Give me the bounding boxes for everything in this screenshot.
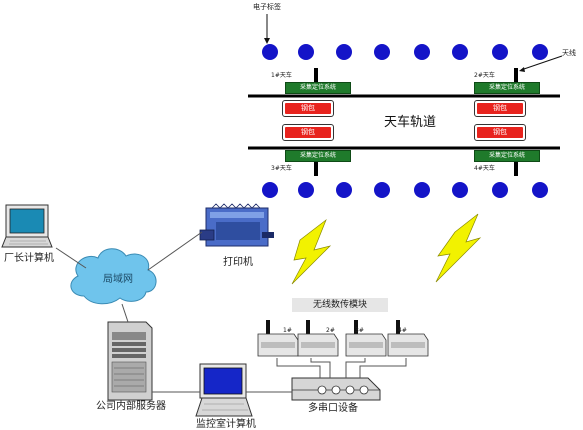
electronic-tag-label: 电子标签 xyxy=(253,3,281,11)
bottom-tag-8-icon xyxy=(532,182,548,198)
factory-pc-label: 厂长计算机 xyxy=(4,253,54,264)
ladle-4-label: 钢包 xyxy=(477,127,523,138)
lan-label: 局域网 xyxy=(103,274,133,285)
ladle-2: 钢包 xyxy=(282,124,334,141)
module-2-label: 2# xyxy=(326,327,335,334)
module-4-label: 4# xyxy=(398,327,407,334)
lan-cloud-icon xyxy=(70,248,157,305)
monitor-pc-label: 监控室计算机 xyxy=(196,419,256,430)
module-1-label: 1# xyxy=(283,327,292,334)
crane-4-label: 4#天车 xyxy=(474,165,495,172)
wireless-module-1-icon xyxy=(257,320,299,357)
multi-serial-device-icon xyxy=(291,377,381,401)
crane-2-positioning-system: 采集定位系统 xyxy=(474,82,540,94)
ladle-3: 钢包 xyxy=(474,100,526,117)
bottom-tag-6-icon xyxy=(452,182,468,198)
bottom-tag-1-icon xyxy=(262,182,278,198)
wireless-module-group xyxy=(257,320,429,357)
server-label: 公司内部服务器 xyxy=(96,401,166,412)
top-tag-6-icon xyxy=(452,44,468,60)
ladle-3-label: 钢包 xyxy=(477,103,523,114)
crane-2-label: 2#天车 xyxy=(474,72,495,79)
bottom-tag-5-icon xyxy=(414,182,430,198)
ladle-1-label: 钢包 xyxy=(285,103,331,114)
top-tag-7-icon xyxy=(492,44,508,60)
multi-serial-label: 多串口设备 xyxy=(308,403,358,414)
crane-1-positioning-system: 采集定位系统 xyxy=(285,82,351,94)
wireless-lightning-1-icon xyxy=(291,218,332,285)
bottom-tag-2-icon xyxy=(298,182,314,198)
top-tag-3-icon xyxy=(336,44,352,60)
tag-pointer-arrowhead xyxy=(264,38,270,44)
bottom-tag-row xyxy=(262,182,548,198)
module-3-label: 3# xyxy=(355,327,364,334)
factory-pc-laptop-icon xyxy=(1,204,53,248)
printer-icon xyxy=(199,203,274,247)
top-tag-8-icon xyxy=(532,44,548,60)
ladle-4: 钢包 xyxy=(474,124,526,141)
top-tag-1-icon xyxy=(262,44,278,60)
ladle-1: 钢包 xyxy=(282,100,334,117)
crane-1-label: 1#天车 xyxy=(271,72,292,79)
wireless-module-4-icon xyxy=(387,320,429,357)
top-tag-row xyxy=(262,44,548,60)
antenna-pointer-line xyxy=(520,55,563,71)
antenna-label: 天线 xyxy=(562,49,576,57)
ladle-2-label: 钢包 xyxy=(285,127,331,138)
wireless-module-3-icon xyxy=(345,320,387,357)
top-tag-5-icon xyxy=(414,44,430,60)
wireless-module-2-icon xyxy=(297,320,339,357)
top-tag-4-icon xyxy=(374,44,390,60)
bottom-tag-3-icon xyxy=(336,182,352,198)
bottom-tag-7-icon xyxy=(492,182,508,198)
wireless-module-title: 无线数传模块 xyxy=(292,298,388,312)
top-tag-2-icon xyxy=(298,44,314,60)
printer-label: 打印机 xyxy=(223,257,253,268)
wireless-lightning-2-icon xyxy=(435,213,482,283)
crane-track-label: 天车轨道 xyxy=(384,115,437,130)
crane-4-positioning-system: 采集定位系统 xyxy=(474,150,540,162)
connection-lines xyxy=(55,231,407,393)
bottom-tag-4-icon xyxy=(374,182,390,198)
crane-3-positioning-system: 采集定位系统 xyxy=(285,150,351,162)
crane-3-label: 3#天车 xyxy=(271,165,292,172)
server-tower-icon xyxy=(107,321,153,401)
monitor-room-laptop-icon xyxy=(195,363,253,417)
antenna-pointer-arrowhead xyxy=(519,67,525,72)
